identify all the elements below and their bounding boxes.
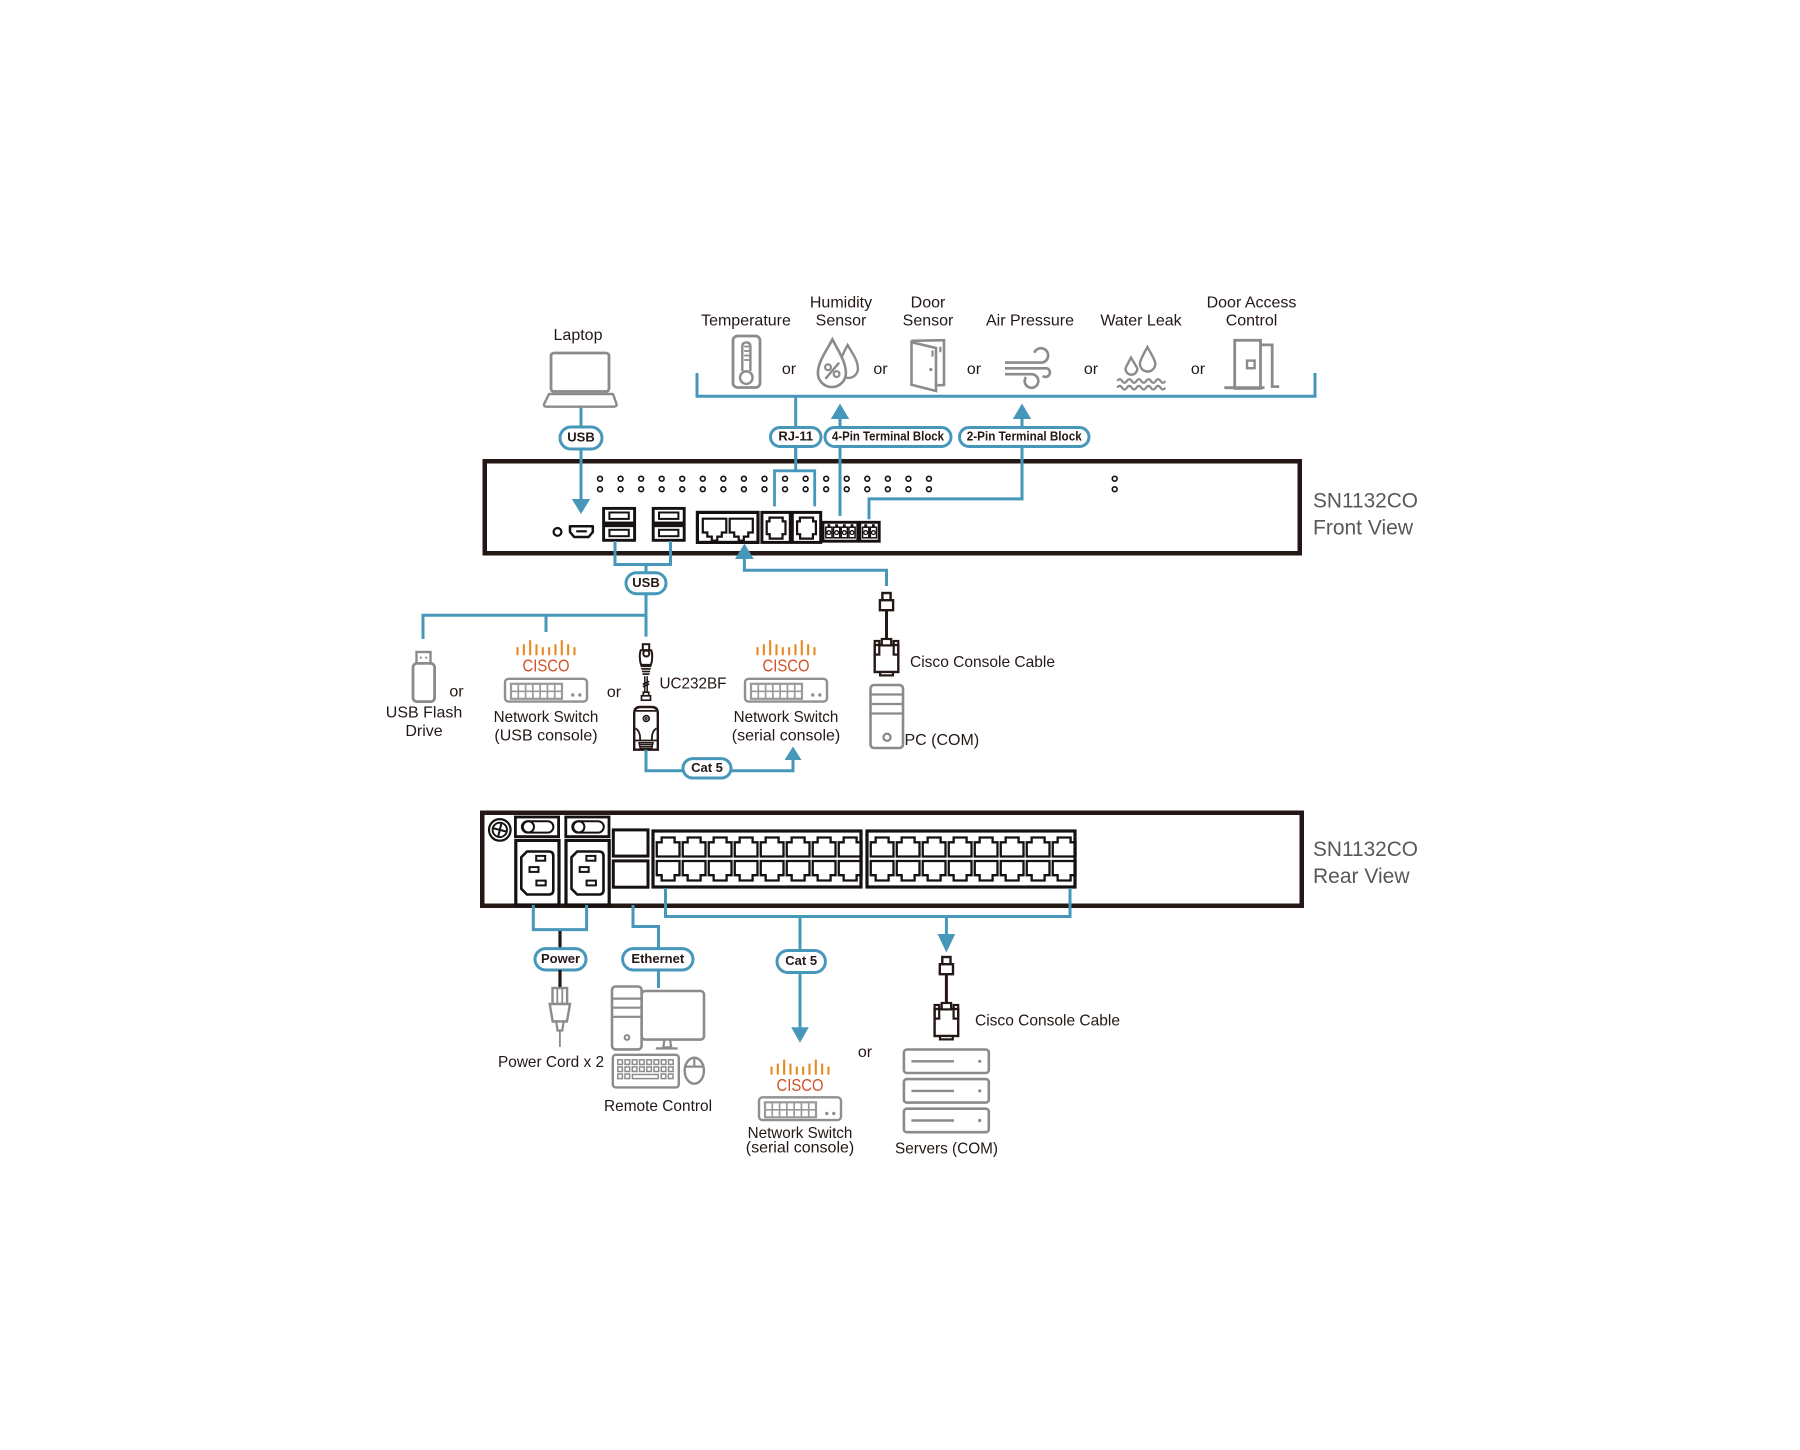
- svg-text:USB: USB: [567, 430, 594, 445]
- svg-text:Cisco Console Cable: Cisco Console Cable: [910, 654, 1055, 671]
- svg-text:Door Access: Door Access: [1207, 295, 1297, 312]
- svg-text:SN1132CO: SN1132CO: [1313, 490, 1418, 513]
- svg-text:Rear View: Rear View: [1313, 865, 1410, 888]
- svg-text:or: or: [1084, 361, 1099, 378]
- svg-text:UC232BF: UC232BF: [660, 676, 727, 693]
- svg-text:RJ-11: RJ-11: [778, 429, 813, 444]
- svg-text:Power: Power: [541, 951, 580, 966]
- svg-text:Water Leak: Water Leak: [1100, 313, 1182, 330]
- svg-text:Sensor: Sensor: [816, 313, 867, 330]
- svg-text:Ethernet: Ethernet: [631, 951, 684, 966]
- svg-text:or: or: [607, 684, 622, 701]
- svg-text:or: or: [1191, 361, 1206, 378]
- svg-text:USB: USB: [632, 575, 659, 590]
- svg-text:or: or: [967, 361, 982, 378]
- svg-text:Door: Door: [911, 295, 946, 312]
- svg-text:(USB console): (USB console): [494, 728, 597, 745]
- svg-text:Laptop: Laptop: [554, 327, 603, 344]
- svg-text:Cat 5: Cat 5: [691, 760, 723, 775]
- svg-text:4-Pin Terminal Block: 4-Pin Terminal Block: [832, 429, 945, 444]
- svg-text:2-Pin Terminal Block: 2-Pin Terminal Block: [967, 429, 1083, 444]
- svg-text:SN1132CO: SN1132CO: [1313, 838, 1418, 861]
- svg-text:(serial console): (serial console): [746, 1140, 854, 1157]
- svg-text:Network Switch: Network Switch: [494, 709, 599, 726]
- svg-text:PC (COM): PC (COM): [905, 732, 980, 749]
- svg-text:Control: Control: [1226, 313, 1278, 330]
- svg-text:CISCO: CISCO: [523, 655, 570, 675]
- svg-text:Humidity: Humidity: [810, 295, 872, 312]
- svg-text:CISCO: CISCO: [777, 1075, 824, 1095]
- svg-text:Front View: Front View: [1313, 517, 1414, 540]
- svg-text:or: or: [782, 361, 797, 378]
- svg-text:Cisco Console Cable: Cisco Console Cable: [975, 1013, 1120, 1030]
- svg-text:Sensor: Sensor: [903, 313, 954, 330]
- svg-text:or: or: [858, 1044, 873, 1061]
- svg-text:Network Switch: Network Switch: [734, 709, 839, 726]
- svg-text:CISCO: CISCO: [763, 655, 810, 675]
- svg-text:or: or: [449, 684, 464, 701]
- svg-text:Temperature: Temperature: [701, 313, 791, 330]
- svg-text:Cat 5: Cat 5: [785, 953, 817, 968]
- svg-text:Power Cord x 2: Power Cord x 2: [498, 1054, 604, 1071]
- svg-text:Remote Control: Remote Control: [604, 1098, 712, 1115]
- svg-text:Servers (COM): Servers (COM): [895, 1141, 998, 1158]
- svg-text:Network Switch: Network Switch: [748, 1125, 853, 1142]
- svg-text:Drive: Drive: [405, 723, 442, 740]
- svg-text:USB Flash: USB Flash: [386, 705, 462, 722]
- svg-text:(serial console): (serial console): [732, 728, 840, 745]
- svg-text:Air Pressure: Air Pressure: [986, 313, 1074, 330]
- svg-text:or: or: [873, 361, 888, 378]
